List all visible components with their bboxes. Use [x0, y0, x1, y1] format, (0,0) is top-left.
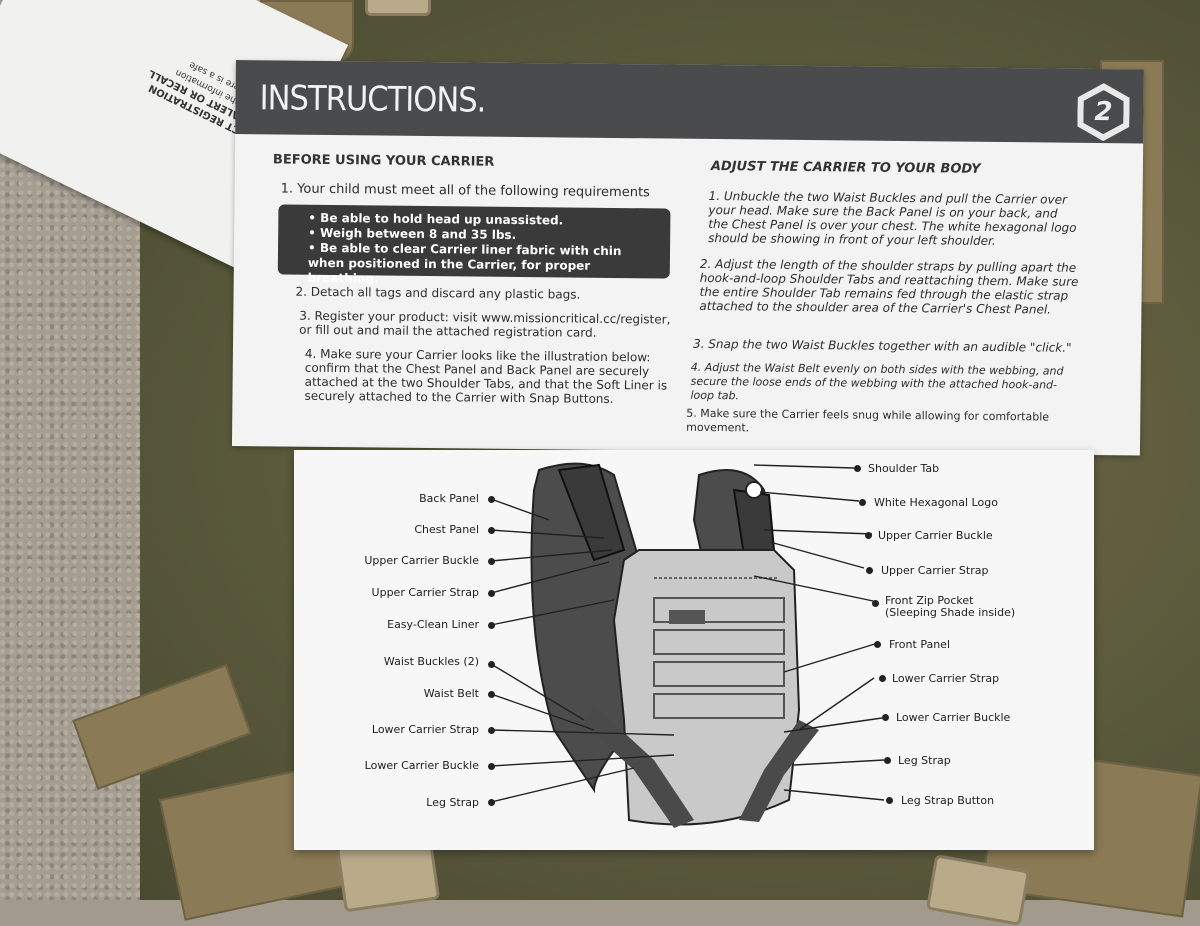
label-lower-carrier-strap-left: Lower Carrier Strap [371, 723, 479, 736]
instructions-top-page: INSTRUCTIONS. 2 BEFORE USING YOUR CARRIE… [231, 60, 1144, 456]
label-waist-belt: Waist Belt [423, 687, 479, 700]
label-sleeping-shade: (Sleeping Shade inside) [885, 606, 1016, 619]
bullet-dot [884, 757, 891, 764]
right-step-5: 5. Make sure the Carrier feels snug whil… [686, 406, 1050, 435]
label-upper-carrier-buckle-right: Upper Carrier Buckle [878, 529, 993, 542]
label-lower-carrier-strap-right: Lower Carrier Strap [892, 672, 1000, 685]
bullet-dot [882, 714, 889, 721]
bullet-dot [488, 661, 495, 668]
label-back-panel: Back Panel [419, 492, 479, 505]
left-step-1: 1. Your child must meet all of the follo… [280, 181, 650, 201]
label-leg-strap-button: Leg Strap Button [901, 794, 995, 807]
instructions-diagram-page: Back Panel Chest Panel Upper Carrier Buc… [294, 450, 1094, 850]
lower-strap-right [739, 720, 819, 822]
bullet-dot [866, 567, 873, 574]
requirements-box: • Be able to hold head up unassisted. • … [277, 204, 671, 286]
label-upper-carrier-strap-left: Upper Carrier Strap [371, 586, 479, 599]
left-step-2: 2. Detach all tags and discard any plast… [295, 284, 581, 302]
bullet-dot [488, 799, 495, 806]
carrier-diagram [490, 462, 885, 828]
bullet-dot [859, 499, 866, 506]
instructions-header: INSTRUCTIONS. 2 [235, 60, 1144, 144]
bullet-dot [488, 527, 495, 534]
top-buckle [365, 0, 431, 16]
before-using-heading: BEFORE USING YOUR CARRIER [272, 152, 495, 170]
page-number-hex-icon: 2 [1077, 83, 1130, 142]
bullet-dot [488, 727, 495, 734]
bullet-dot [865, 532, 872, 539]
label-lower-carrier-buckle-left: Lower Carrier Buckle [364, 759, 479, 772]
hexagonal-logo-dot [745, 481, 763, 499]
bullet-dot [488, 622, 495, 629]
patch-rect [669, 610, 705, 624]
right-step-1: 1. Unbuckle the two Waist Buckles and pu… [708, 188, 1077, 248]
label-white-hexagonal-logo: White Hexagonal Logo [874, 496, 998, 509]
label-lower-carrier-buckle-right: Lower Carrier Buckle [896, 711, 1011, 724]
adjust-carrier-heading: ADJUST THE CARRIER TO YOUR BODY [710, 158, 981, 177]
bullet-dot [488, 590, 495, 597]
label-upper-carrier-strap-right: Upper Carrier Strap [881, 564, 989, 577]
label-front-panel: Front Panel [889, 638, 950, 651]
bullet-dot [879, 675, 886, 682]
label-chest-panel: Chest Panel [414, 523, 479, 536]
bullet-dot [854, 465, 861, 472]
bullet-dot [488, 763, 495, 770]
requirement-item: • Be able to clear Carrier liner fabric … [307, 240, 622, 286]
right-step-3: 3. Snap the two Waist Buckles together w… [692, 336, 1072, 355]
label-waist-buckles: Waist Buckles (2) [383, 655, 479, 668]
bullet-dot [488, 558, 495, 565]
label-leg-strap-right: Leg Strap [898, 754, 951, 767]
instructions-title: INSTRUCTIONS. [259, 78, 486, 121]
molle-rows [653, 597, 785, 719]
bullet-dot [874, 641, 881, 648]
bullet-dot [886, 797, 893, 804]
label-shoulder-tab: Shoulder Tab [868, 462, 940, 475]
label-leg-strap-left: Leg Strap [426, 796, 479, 809]
right-step-2: 2. Adjust the length of the shoulder str… [699, 256, 1079, 317]
label-easy-clean-liner: Easy-Clean Liner [387, 618, 479, 631]
shoulder-strap-left [557, 463, 626, 562]
left-step-3: 3. Register your product: visit www.miss… [299, 308, 671, 340]
right-step-4: 4. Adjust the Waist Belt evenly on both … [690, 360, 1064, 403]
label-front-zip-pocket: Front Zip Pocket [885, 594, 974, 607]
bullet-dot [488, 496, 495, 503]
lower-strap-left [584, 705, 694, 828]
left-step-4: 4. Make sure your Carrier looks like the… [304, 346, 668, 406]
label-upper-carrier-buckle-left: Upper Carrier Buckle [364, 554, 479, 567]
bullet-dot [488, 691, 495, 698]
bullet-dot [872, 600, 879, 607]
page-number: 2 [1083, 90, 1123, 134]
leader-lines [490, 464, 885, 803]
